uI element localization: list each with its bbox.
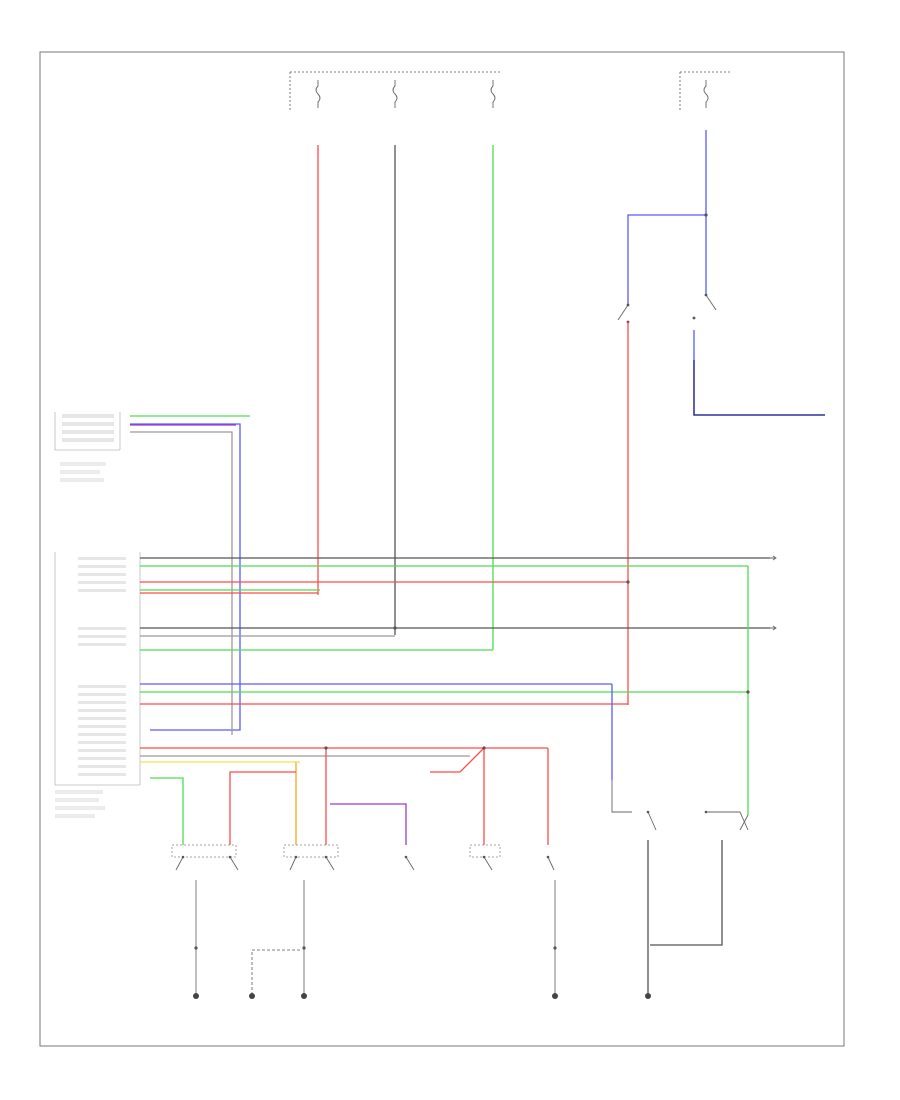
diagram-frame bbox=[39, 51, 845, 1047]
ground-1 bbox=[193, 993, 199, 999]
ground-2 bbox=[249, 993, 255, 999]
wire-gray-upper bbox=[130, 431, 233, 735]
fuse-red bbox=[315, 80, 321, 108]
ground-5 bbox=[645, 993, 651, 999]
switch-left-2 bbox=[228, 855, 239, 871]
tail-lamp-switch bbox=[692, 293, 717, 320]
wire-red-diag bbox=[430, 746, 485, 845]
switch-mid-1 bbox=[283, 844, 339, 871]
wire-purple-drop bbox=[330, 803, 407, 845]
wire-blue-ground bbox=[693, 330, 825, 416]
gnd-line-2b bbox=[251, 949, 300, 995]
control-unit-connector bbox=[54, 552, 141, 818]
ground-4 bbox=[552, 993, 558, 999]
wire-green-left-drop bbox=[150, 777, 184, 845]
wire-blue-upper bbox=[130, 423, 241, 731]
fuse-green bbox=[490, 80, 496, 108]
switch-right-1 bbox=[546, 855, 555, 871]
wire-blue-ground-dark bbox=[693, 360, 825, 416]
arrow-right-1 bbox=[770, 555, 777, 561]
ground-3 bbox=[301, 993, 307, 999]
fuse-gray bbox=[392, 80, 398, 108]
junctions bbox=[194, 213, 750, 950]
upper-left-connector bbox=[54, 412, 121, 482]
combination-switch bbox=[611, 780, 749, 831]
fuse-blue bbox=[703, 80, 709, 108]
blue-switch-left bbox=[617, 303, 630, 324]
wire-red-left-drop bbox=[229, 771, 296, 845]
switch-mid-2 bbox=[404, 855, 415, 871]
arrow-right-2 bbox=[770, 625, 777, 631]
switch-left-1 bbox=[171, 844, 237, 871]
gnd-line-5 bbox=[650, 840, 723, 946]
switch-mid-3 bbox=[469, 844, 501, 871]
top-fuse-bus bbox=[289, 71, 730, 110]
wire-blue-branch bbox=[627, 214, 706, 305]
